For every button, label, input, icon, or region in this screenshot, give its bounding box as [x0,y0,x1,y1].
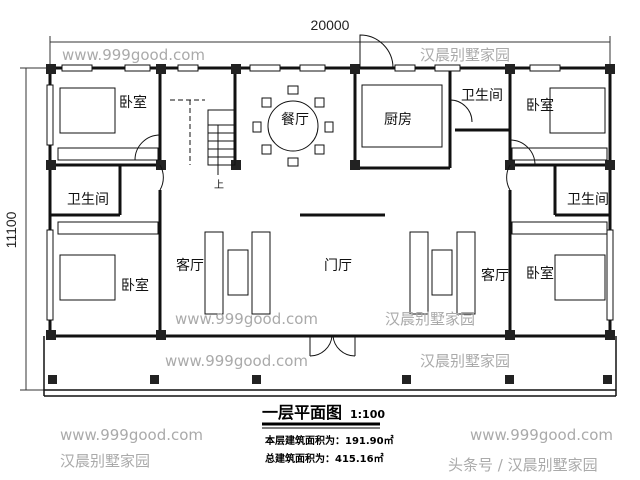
room-dining: 餐厅 [281,112,309,128]
sofa-sets [204,231,476,315]
room-bath-right: 卫生间 [567,192,609,208]
beds [57,87,608,301]
kitchen-counter [361,84,443,148]
room-living-left: 客厅 [176,257,204,274]
plan-title: 一层平面图 [262,403,342,422]
dimension-width: 20000 [311,17,350,33]
watermark-url: www.999good.com [165,352,308,370]
windows [46,64,614,321]
room-bath-left: 卫生间 [67,192,109,208]
room-kitchen: 厨房 [384,112,412,128]
stair-up-label: 上 [214,179,224,191]
watermark-cn: 汉晨别墅家园 [385,310,475,328]
room-foyer: 门厅 [324,258,352,274]
floor-area: 本层建筑面积为：191.90㎡ [265,434,394,447]
room-bedroom-top-left: 卧室 [119,94,147,111]
watermarks: www.999good.com 汉晨别墅家园 www.999good.com 汉… [60,46,613,470]
room-bedroom-top-right: 卧室 [526,97,554,114]
watermark-url: www.999good.com [470,426,613,444]
dining-table [252,85,334,167]
plan-scale: 1:100 [350,408,385,421]
watermark-url: www.999good.com [175,310,318,328]
dimension-depth: 11100 [3,211,19,248]
watermark-cn: 汉晨别墅家园 [420,352,510,370]
porch [43,336,617,397]
room-bedroom-right: 卧室 [526,265,554,282]
room-bedroom-left: 卧室 [121,277,149,294]
staircase [170,99,236,175]
source-credit: 头条号 / 汉晨别墅家园 [448,456,598,474]
watermark-cn: 汉晨别墅家园 [60,452,150,470]
room-bath-top-right: 卫生间 [461,88,503,104]
watermark-cn: 汉晨别墅家园 [420,46,510,64]
watermark-url: www.999good.com [60,426,203,444]
doors [134,34,536,357]
room-living-right: 客厅 [481,267,509,284]
total-area: 总建筑面积为：415.16㎡ [265,452,384,465]
watermark-url: www.999good.com [62,46,205,64]
